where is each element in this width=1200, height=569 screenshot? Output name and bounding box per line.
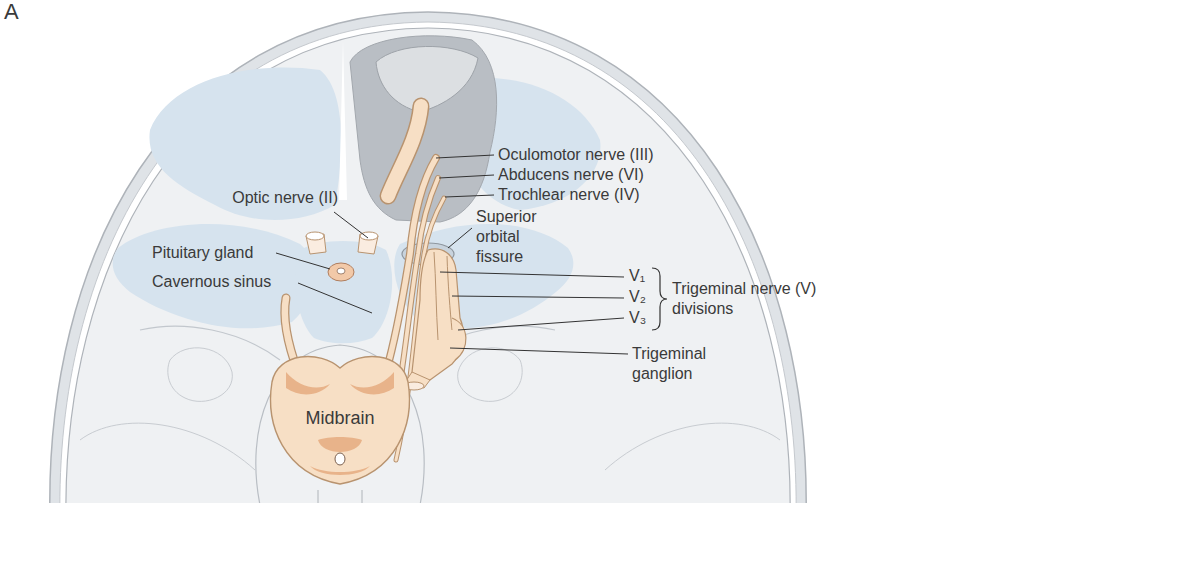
- colliculi: [310, 466, 370, 475]
- leader-v2: [452, 296, 624, 298]
- structure-label: Cavernous sinus: [152, 272, 271, 292]
- skull-diploe: [60, 22, 796, 503]
- midbrain: [271, 356, 410, 484]
- leader-v3: [458, 318, 624, 330]
- temporal-bone-right: [458, 348, 523, 402]
- v3-bulge: [452, 318, 466, 360]
- leader-v1: [440, 272, 624, 277]
- leader-cavernous: [298, 283, 372, 313]
- tentorial-notch: [256, 345, 424, 503]
- nerve-label: Abducens nerve (VI): [498, 165, 644, 185]
- anterior-fossa-left: [149, 68, 341, 221]
- panel-letter: A: [4, 2, 19, 22]
- substantia-nigra-left: [286, 372, 330, 394]
- division-label: V₂: [629, 287, 646, 307]
- leader-optic: [334, 212, 368, 238]
- leader-lines: [276, 155, 628, 354]
- leader-trochlear: [445, 195, 494, 197]
- petrous-ridge-left: [140, 326, 280, 360]
- division-label: V₁: [629, 266, 645, 286]
- tectum-spot: [318, 437, 362, 452]
- leader-fissure: [448, 228, 472, 248]
- nerve-group-label: Trigeminal nerve (V) divisions: [672, 279, 832, 319]
- leader-oculomotor: [436, 155, 494, 158]
- nerve-label: Optic nerve (II): [232, 188, 338, 208]
- structure-label: Superior orbital fissure: [476, 207, 548, 267]
- temporal-bone-left: [168, 348, 233, 402]
- nerve-label: Trochlear nerve (IV): [498, 185, 640, 205]
- substantia-nigra-right: [350, 372, 394, 394]
- leader-abducens: [439, 175, 494, 178]
- trigeminal-divisions: [412, 249, 463, 382]
- crista-galli: [339, 40, 347, 200]
- division-brace: [652, 268, 667, 330]
- v2-v3-boundary: [447, 256, 452, 330]
- v1-v2-boundary: [434, 252, 438, 340]
- leader-pituitary: [276, 253, 330, 269]
- skull-drawing: [50, 12, 806, 503]
- posterior-fossa-right: [605, 423, 780, 470]
- leader-ganglion: [450, 348, 628, 354]
- posterior-fossa-left: [80, 423, 255, 470]
- skull-inner-table: [66, 28, 790, 503]
- orbital-optic-nerve: [388, 106, 421, 196]
- sella-turcica: [295, 241, 392, 343]
- division-label: V₃: [629, 308, 646, 328]
- structure-label: Midbrain: [305, 408, 374, 428]
- skull-outer-table: [50, 12, 806, 503]
- structure-label: Pituitary gland: [152, 243, 253, 263]
- foramen-edge: [318, 490, 362, 503]
- pituitary-gland: [328, 263, 354, 281]
- structure-label: Trigeminal ganglion: [632, 344, 732, 384]
- optic-nerve-stumps: [306, 232, 378, 254]
- cerebral-aqueduct: [335, 453, 345, 465]
- orbital-optic-nerve-outline: [388, 106, 421, 196]
- pituitary-stalk: [337, 268, 345, 274]
- nerve-label: Oculomotor nerve (III): [498, 145, 654, 165]
